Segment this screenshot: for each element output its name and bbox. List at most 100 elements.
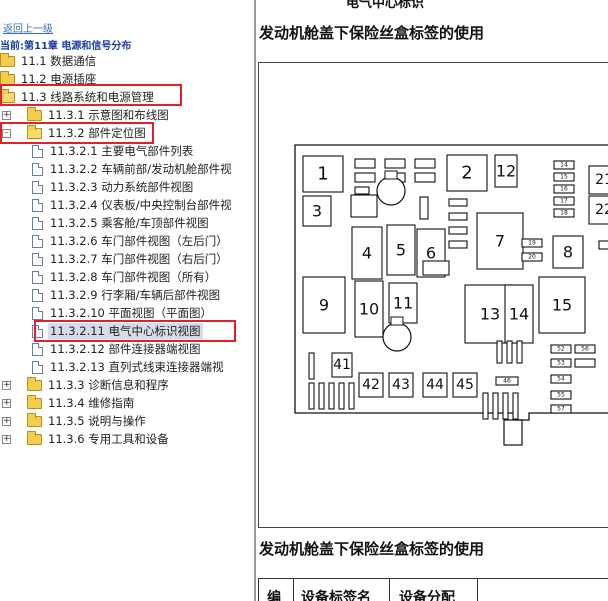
- tree-item-label: 11.3.4 维修指南: [48, 396, 135, 410]
- back-link[interactable]: 返回上一级: [3, 24, 53, 35]
- expand-toggle-icon[interactable]: +: [2, 109, 11, 120]
- tree-item-page[interactable]: 11.3.2.6 车门部件视图（左后门）: [32, 232, 230, 250]
- section-heading-2: 发动机舱盖下保险丝盒标签的使用: [259, 540, 485, 558]
- bolt-cap: [390, 316, 404, 326]
- tree-item-page[interactable]: 11.3.2.7 车门部件视图（右后门）: [32, 250, 230, 268]
- document-icon: [32, 162, 43, 176]
- tree-item-label: 11.3.2.4 仪表板/中央控制台部件视: [50, 198, 232, 212]
- tree-item-label: 11.3.6 专用工具和设备: [48, 432, 169, 446]
- fuse-box-slot: [419, 196, 429, 220]
- fuse-label: 2: [461, 163, 472, 184]
- tree-item-page[interactable]: 11.3.2.2 车辆前部/发动机舱部件视: [32, 160, 234, 178]
- tree-item-page[interactable]: 11.3.2.8 车门部件视图（所有）: [32, 268, 218, 286]
- fuse-label: 21: [595, 172, 608, 188]
- tree-item-page[interactable]: 11.3.2.12 部件连接器端视图: [32, 340, 203, 358]
- terminal-pin: [318, 382, 325, 410]
- document-icon: [32, 180, 43, 194]
- tree-item-page[interactable]: 11.3.2.4 仪表板/中央控制台部件视: [32, 196, 234, 214]
- fuse-label: 12: [496, 162, 516, 181]
- tree-item-page[interactable]: 11.3.2.3 动力系统部件视图: [32, 178, 195, 196]
- small-fuse-slot: [553, 172, 575, 182]
- terminal-pin: [506, 340, 513, 364]
- table-header-device-assignment: 设备分配: [399, 590, 455, 601]
- tree-item-label: 11.3.2.13 直列式线束连接器端视: [50, 360, 224, 374]
- tree-item-label: 11.3.2.7 车门部件视图（右后门）: [50, 252, 228, 266]
- section-heading-1: 发动机舱盖下保险丝盒标签的使用: [259, 24, 485, 42]
- fuse-box-slot: [351, 226, 383, 280]
- fuse-box-slot: [538, 276, 586, 334]
- small-fuse-slot: [521, 252, 543, 262]
- tree-item-folder[interactable]: +11.3.3 诊断信息和程序: [2, 376, 171, 394]
- tree-item-folder[interactable]: +11.3.6 专用工具和设备: [2, 430, 171, 448]
- tree-item-folder[interactable]: 11.3 线路系统和电源管理: [0, 88, 156, 106]
- small-fuse-slot: [384, 158, 406, 169]
- fuse-label: 55: [557, 392, 565, 399]
- table-col-divider: [389, 579, 390, 601]
- fuse-box-slot: [504, 284, 534, 344]
- expand-toggle-icon[interactable]: +: [2, 397, 11, 408]
- document-icon: [32, 234, 43, 248]
- fuse-label: 44: [426, 377, 444, 393]
- fuse-box-slot: [302, 155, 344, 193]
- fuse-box-slot: [358, 372, 384, 398]
- fuse-box-slot: [452, 372, 478, 398]
- tree-item-page[interactable]: 11.3.2.5 乘客舱/车顶部件视图: [32, 214, 211, 232]
- tree-item-folder[interactable]: +11.3.4 维修指南: [2, 394, 136, 412]
- mounting-bolt-icon: [376, 176, 406, 206]
- fuse-box-diagram: 1234567891011121314152122414243444514151…: [294, 144, 608, 446]
- current-chapter-label: 当前:第11章 电源和信号分布: [0, 41, 132, 52]
- tree-item-folder[interactable]: -11.3.2 部件定位图: [2, 124, 148, 142]
- highlight-box-11-3-2: [0, 122, 154, 144]
- fuse-label: 56: [581, 346, 589, 353]
- tree-item-label: 11.3.2.11 电气中心标识视图: [48, 323, 203, 339]
- pane-divider[interactable]: [254, 0, 256, 601]
- tree-item-label: 11.1 数据通信: [21, 54, 97, 68]
- tree-item-page[interactable]: 11.3.2.11 电气中心标识视图: [32, 322, 203, 340]
- small-fuse-slot: [553, 208, 575, 218]
- tree-item-page[interactable]: 11.3.2.10 平面视图（平面图）: [32, 304, 214, 322]
- connector-tab: [503, 419, 523, 446]
- tree-item-folder[interactable]: +11.3.1 示意图和布线图: [2, 106, 171, 124]
- expand-toggle-icon[interactable]: +: [2, 379, 11, 390]
- fuse-label: 9: [319, 296, 329, 315]
- small-fuse-slot: [598, 240, 608, 250]
- section-title-partial: 电气中心标识: [346, 0, 425, 11]
- small-fuse-slot: [354, 172, 376, 183]
- small-fuse-slot: [448, 226, 468, 235]
- tree-item-label: 11.3.2.12 部件连接器端视图: [50, 342, 201, 356]
- fuse-label: 14: [560, 162, 568, 169]
- terminal-pin: [496, 340, 503, 364]
- tree-item-page[interactable]: 11.3.2.13 直列式线束连接器端视: [32, 358, 226, 376]
- fuse-box-slot: [588, 195, 608, 225]
- small-fuse-slot: [414, 172, 436, 183]
- tree-item-folder[interactable]: 11.2 电源插座: [0, 70, 98, 88]
- tree-item-label: 11.3.2.6 车门部件视图（左后门）: [50, 234, 228, 248]
- fuse-label: 52: [557, 346, 565, 353]
- small-fuse-slot: [553, 160, 575, 170]
- terminal-pin: [338, 382, 345, 410]
- small-fuse-slot: [354, 158, 376, 169]
- fuse-box-slot: [476, 212, 524, 270]
- tree-item-label: 11.3.3 诊断信息和程序: [48, 378, 169, 392]
- fuse-label: 4: [362, 244, 372, 263]
- tree-item-label: 11.2 电源插座: [21, 72, 97, 86]
- small-fuse-slot: [495, 376, 519, 386]
- tree-item-page[interactable]: 11.3.2.1 主要电气部件列表: [32, 142, 195, 160]
- document-icon: [32, 216, 43, 230]
- terminal-pin: [308, 382, 315, 410]
- document-icon: [32, 342, 43, 356]
- tree-item-page[interactable]: 11.3.2.9 行李厢/车辆后部件视图: [32, 286, 222, 304]
- fuse-label: 5: [396, 241, 406, 260]
- collapse-toggle-icon[interactable]: -: [2, 128, 11, 138]
- fuse-box-slot: [302, 276, 346, 334]
- small-fuse-slot: [521, 238, 543, 248]
- fuse-label: 1: [317, 164, 328, 185]
- tree-item-label: 11.3.5 说明与操作: [48, 414, 146, 428]
- small-fuse-slot: [448, 212, 468, 221]
- tree-item-folder[interactable]: +11.3.5 说明与操作: [2, 412, 148, 430]
- expand-toggle-icon[interactable]: +: [2, 415, 11, 426]
- tree-item-folder[interactable]: 11.1 数据通信: [0, 52, 98, 70]
- expand-toggle-icon[interactable]: +: [2, 433, 11, 444]
- fuse-label: 11: [393, 294, 413, 313]
